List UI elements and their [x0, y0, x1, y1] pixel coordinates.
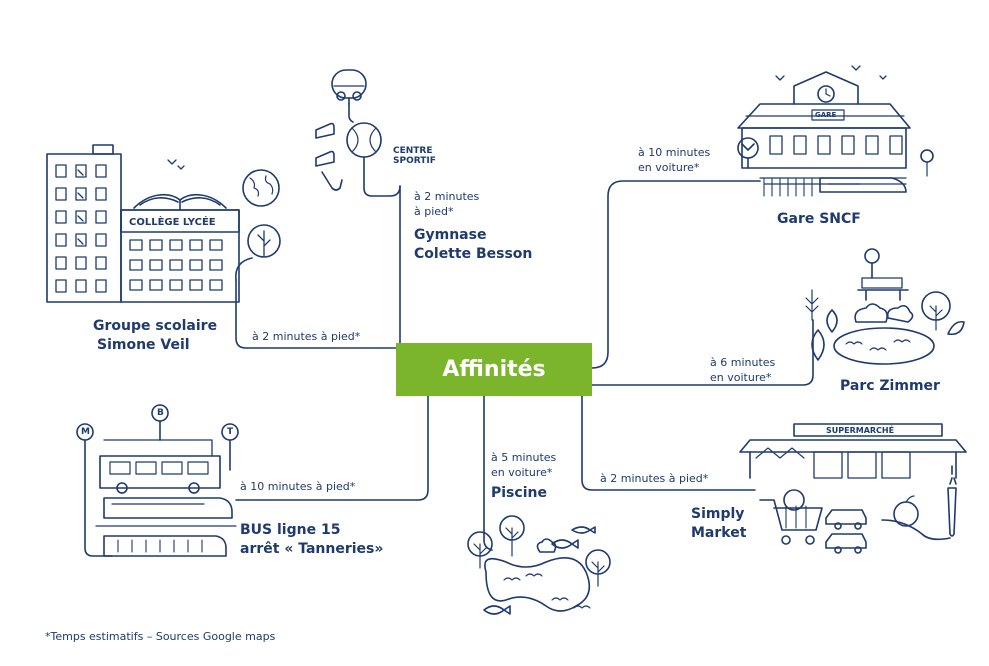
gymnase-time-line2: à pied*: [414, 205, 454, 218]
sports-sign-line2: SPORTIF: [393, 156, 436, 166]
supermarket-sign: SUPERMARCHÉ: [826, 426, 895, 435]
connector-lines: [235, 180, 814, 531]
school-time: à 2 minutes à pied*: [252, 330, 361, 343]
station-illustration: [737, 65, 934, 197]
supermarket-illustration: [739, 423, 967, 554]
connector-bus: [235, 395, 429, 501]
station-sign: GARE: [815, 111, 837, 119]
sports-sign-line1: CENTRE: [393, 146, 433, 156]
gymnase-name-line1: Gymnase: [414, 227, 487, 243]
gare-name: Gare SNCF: [777, 211, 861, 227]
tram-badge: T: [227, 427, 234, 437]
gare-time-line1: à 10 minutes: [638, 146, 711, 159]
transit-illustration: [76, 404, 239, 557]
school-name-line2: Simone Veil: [97, 337, 190, 353]
market-name-line1: Simply: [691, 506, 745, 522]
bus-badge: B: [157, 408, 164, 418]
gymnase-name-line2: Colette Besson: [414, 246, 533, 262]
school-name-line1: Groupe scolaire: [93, 318, 218, 334]
school-illustration: [46, 144, 281, 303]
footnote: *Temps estimatifs – Sources Google maps: [45, 630, 276, 643]
parc-name: Parc Zimmer: [840, 378, 940, 394]
school-sign: COLLÈGE LYCÉE: [129, 217, 216, 228]
center-label-box: Affinités: [396, 343, 592, 396]
parc-time-line2: en voiture*: [710, 371, 772, 384]
bus-name-line2: arrêt « Tanneries»: [240, 541, 384, 557]
metro-badge: M: [81, 427, 90, 437]
connector-market: [581, 395, 756, 491]
connector-gare: [591, 180, 761, 369]
piscine-time-line2: en voiture*: [491, 466, 553, 479]
market-name-line2: Market: [691, 525, 747, 541]
gymnase-time-line1: à 2 minutes: [414, 190, 480, 203]
bus-name-line1: BUS ligne 15: [240, 522, 341, 538]
gare-time-line2: en voiture*: [638, 161, 700, 174]
market-time: à 2 minutes à pied*: [600, 472, 709, 485]
connector-ecole: [235, 279, 397, 349]
sports-illustration: [315, 69, 401, 197]
connector-parc: [591, 319, 814, 386]
center-label: Affinités: [442, 357, 546, 382]
piscine-name: Piscine: [491, 485, 547, 501]
park-illustration: [805, 248, 965, 365]
pool-illustration: [467, 515, 611, 615]
piscine-time-line1: à 5 minutes: [491, 451, 557, 464]
bus-time: à 10 minutes à pied*: [240, 480, 356, 493]
parc-time-line1: à 6 minutes: [710, 356, 776, 369]
